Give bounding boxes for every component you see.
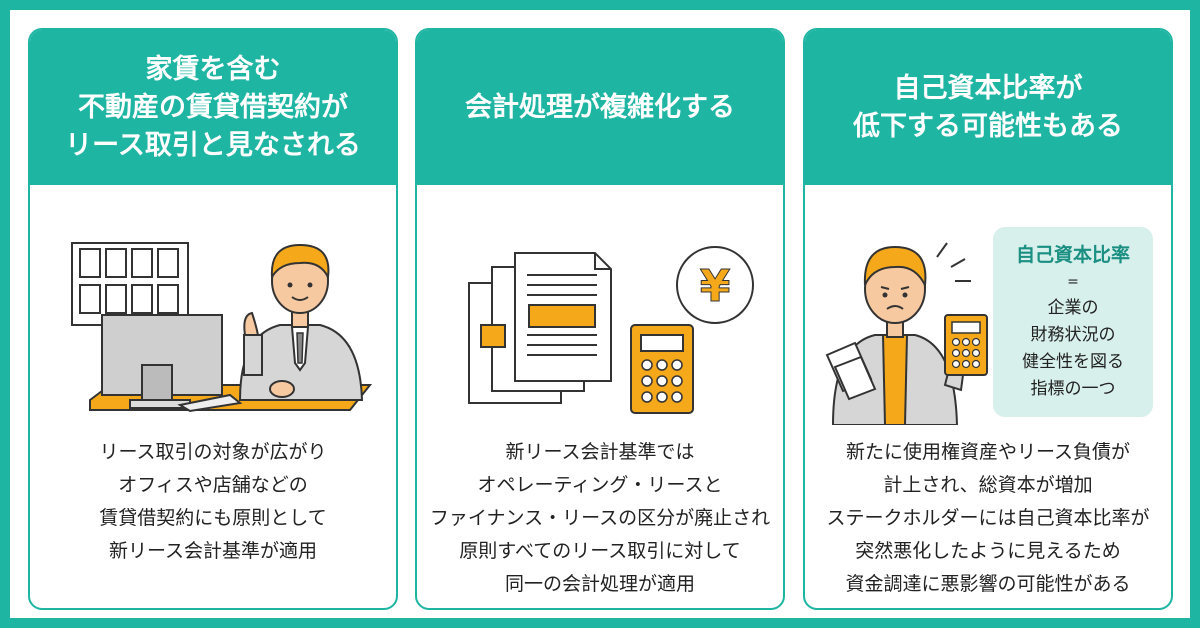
description-line: リース取引の対象が広がり bbox=[99, 441, 327, 463]
card-equity-ratio: 自己資本比率が 低下する可能性もある bbox=[803, 28, 1173, 610]
card-header: 会計処理が複雑化する bbox=[417, 30, 783, 185]
description-line: 同一の会計処理が適用 bbox=[504, 573, 695, 595]
description-line: 新リース会計基準が適用 bbox=[108, 540, 318, 562]
card-description: 新リース会計基準では オペレーティング・リースと ファイナンス・リースの区分が廃… bbox=[417, 436, 783, 601]
description-line: 資金調達に悪影響の可能性がある bbox=[845, 573, 1131, 595]
card-lease-scope: 家賃を含む 不動産の賃貸借契約が リース取引と見なされる bbox=[28, 28, 398, 610]
card-description: 新たに使用権資産やリース負債が 計上され、総資本が増加 ステークホルダーには自己… bbox=[805, 436, 1171, 601]
card-description: リース取引の対象が広がり オフィスや店舗などの 賃貸借契約にも原則として 新リー… bbox=[30, 436, 396, 568]
yen-symbol: ¥ bbox=[700, 261, 731, 312]
card-title-line: 不動産の賃貸借契約が bbox=[78, 91, 348, 123]
callout-title: 自己資本比率 bbox=[1015, 244, 1130, 266]
worried-person-icon bbox=[825, 242, 988, 425]
description-line: 原則すべてのリース取引に対して bbox=[459, 540, 741, 562]
equity-ratio-callout: 自己資本比率 = 企業の 財務状況の 健全性を図る 指標の一つ bbox=[993, 227, 1153, 417]
description-line: 新リース会計基準では bbox=[505, 441, 695, 463]
callout-equals: = bbox=[1067, 274, 1079, 290]
description-line: ファイナンス・リースの区分が廃止され bbox=[429, 507, 771, 529]
callout-line: 財務状況の bbox=[1030, 325, 1116, 345]
card-header: 自己資本比率が 低下する可能性もある bbox=[805, 30, 1171, 185]
card-title-line: リース取引と見なされる bbox=[65, 129, 361, 161]
office-worker-illustration bbox=[30, 185, 396, 425]
description-line: ステークホルダーには自己資本比率が bbox=[826, 507, 1150, 529]
content-area: 家賃を含む 不動産の賃貸借契約が リース取引と見なされる bbox=[10, 10, 1190, 618]
callout-line: 企業の bbox=[1047, 298, 1099, 318]
documents-yen-calculator-icon: ¥ bbox=[468, 246, 754, 414]
description-line: 賃貸借契約にも原則として bbox=[99, 507, 327, 529]
description-line: 新たに使用権資産やリース負債が bbox=[845, 441, 1131, 463]
card-title-line: 低下する可能性もある bbox=[853, 110, 1123, 142]
card-title-line: 家賃を含む bbox=[145, 53, 281, 85]
documents-calculator-illustration: ¥ bbox=[417, 185, 783, 425]
description-line: 計上され、総資本が増加 bbox=[883, 474, 1093, 496]
card-title-line: 自己資本比率が bbox=[893, 72, 1083, 104]
card-complex-accounting: 会計処理が複雑化する ¥ bbox=[415, 28, 785, 610]
description-line: 突然悪化したように見えるため bbox=[855, 540, 1121, 562]
card-header: 家賃を含む 不動産の賃貸借契約が リース取引と見なされる bbox=[30, 30, 396, 185]
office-worker-icon bbox=[71, 242, 373, 413]
card-title-line: 会計処理が複雑化する bbox=[465, 91, 735, 123]
description-line: オペレーティング・リースと bbox=[477, 474, 723, 496]
callout-line: 健全性を図る bbox=[1022, 352, 1124, 372]
description-line: オフィスや店舗などの bbox=[118, 474, 308, 496]
worried-worker-illustration: 自己資本比率 = 企業の 財務状況の 健全性を図る 指標の一つ bbox=[805, 185, 1171, 425]
callout-line: 指標の一つ bbox=[1030, 379, 1116, 399]
